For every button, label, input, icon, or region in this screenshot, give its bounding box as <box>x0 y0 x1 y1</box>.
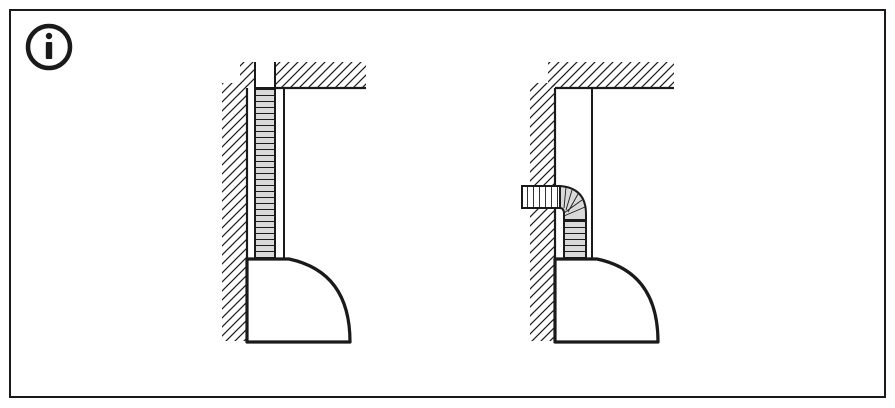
straight-duct-installation <box>222 60 377 348</box>
ceiling-hatch-right <box>548 62 674 87</box>
cooker-hood-left <box>245 257 352 344</box>
vertical-flexible-duct <box>254 87 276 260</box>
wall-hatch-left <box>222 83 247 341</box>
wall-hatch-right <box>530 83 555 341</box>
info-icon <box>25 23 73 71</box>
bent-duct-installation <box>520 62 685 348</box>
diagram-frame <box>9 9 886 398</box>
cooker-hood-right <box>553 257 660 344</box>
elbow-flexible-duct <box>563 219 587 260</box>
wall-duct-segment <box>521 185 561 209</box>
